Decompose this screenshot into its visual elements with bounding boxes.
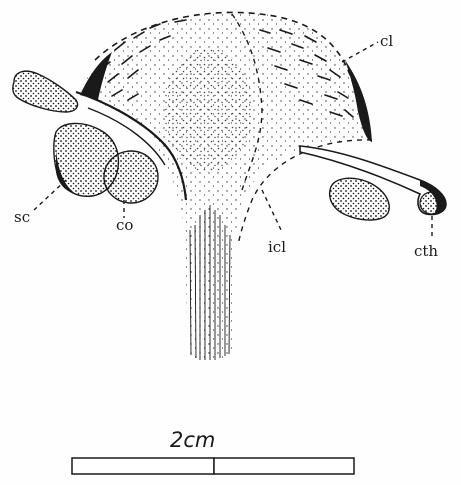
coracoid xyxy=(104,151,158,203)
scapula-upper xyxy=(13,71,78,112)
label-cl: cl xyxy=(380,34,393,49)
cl-leader xyxy=(342,42,378,62)
label-icl: icl xyxy=(268,240,286,255)
label-co: co xyxy=(116,218,133,233)
interclavicle-center-texture xyxy=(163,48,253,172)
scale-bar xyxy=(72,458,354,474)
scale-bar-right-segment xyxy=(214,458,354,474)
right-oval-bone xyxy=(330,178,390,220)
icl-leader xyxy=(262,190,282,232)
label-cth: cth xyxy=(414,244,438,259)
label-sc: sc xyxy=(14,210,30,225)
cleithrum-head xyxy=(420,192,444,214)
scale-bar-left-segment xyxy=(72,458,214,474)
scale-bar-label: 2cm xyxy=(170,430,215,451)
